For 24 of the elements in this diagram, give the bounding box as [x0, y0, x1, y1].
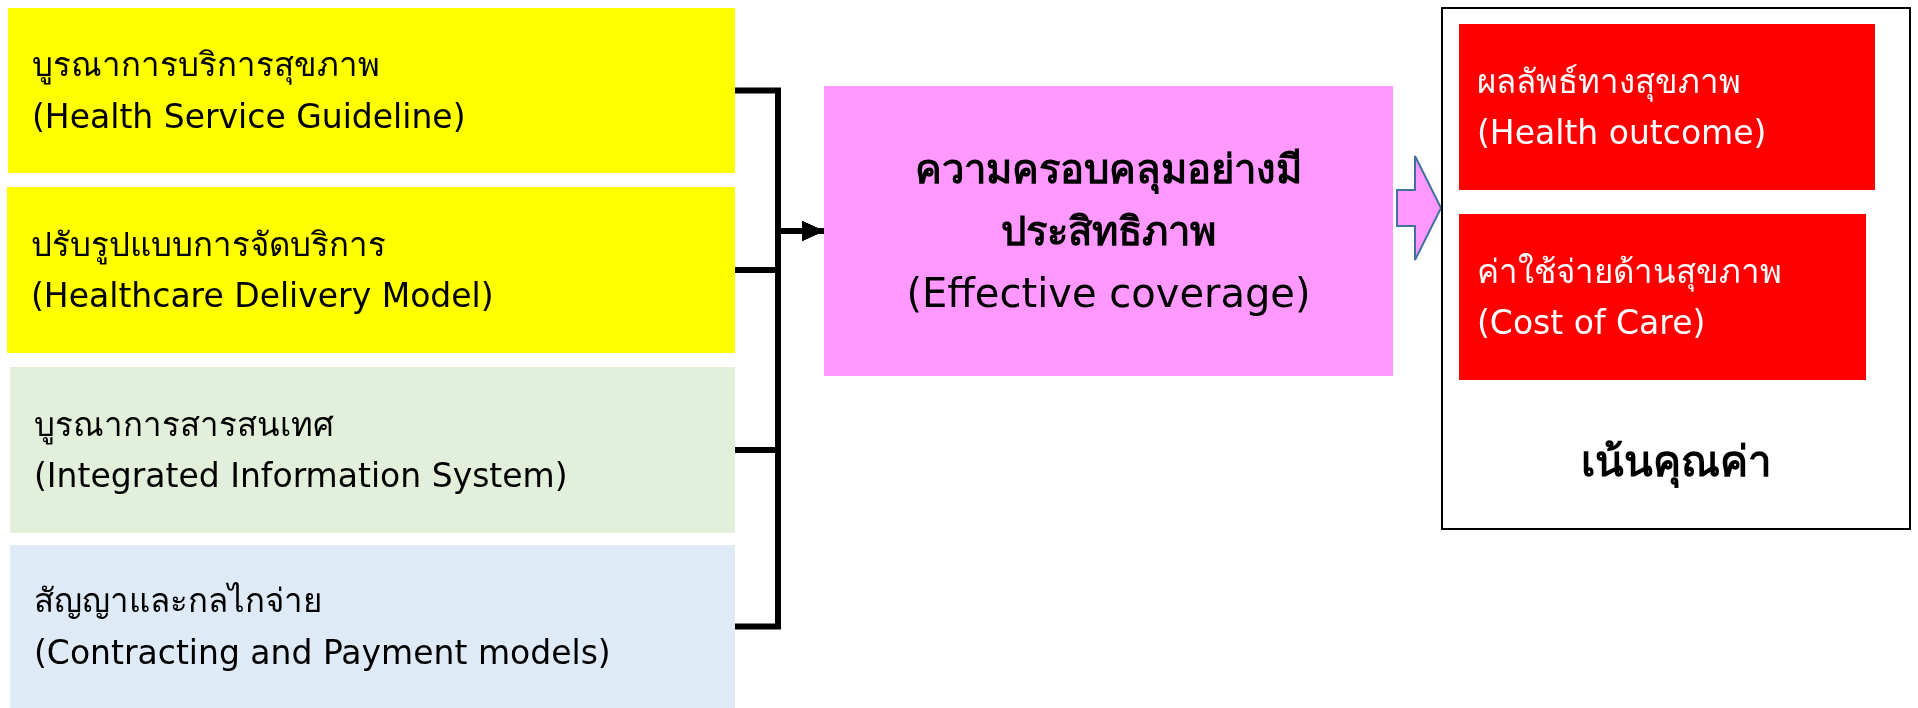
box-subtitle: (Contracting and Payment models) [34, 631, 611, 674]
component-box [8, 8, 735, 173]
box-subtitle: (Integrated Information System) [34, 455, 568, 497]
box-subtitle: (Cost of Care) [1477, 302, 1706, 344]
box-heading: บูรณาการบริการสุขภาพ [32, 44, 380, 87]
component-box [10, 367, 735, 533]
box-heading: ปรับรูปแบบการจัดบริการ [31, 223, 386, 267]
box-heading: สัญญาและกลไกจ่าย [34, 580, 322, 623]
outcome-box [824, 86, 1393, 376]
box-subtitle: (Health Service Guideline) [32, 95, 466, 138]
block-arrow [1396, 155, 1443, 261]
box-subtitle: (Healthcare Delivery Model) [31, 275, 494, 317]
box-subtitle: (Health outcome) [1477, 112, 1767, 154]
value-frame [1441, 7, 1911, 530]
box-heading: ผลลัพธ์ทางสุขภาพ [1477, 60, 1741, 104]
box-heading: ความครอบคลุมอย่างมีประสิทธิภาพ [914, 145, 1303, 256]
component-box [7, 187, 735, 353]
frame-title: เน้นคุณค่า [1580, 435, 1772, 490]
component-box [10, 545, 735, 708]
box-heading: บูรณาการสารสนเทศ [34, 403, 334, 447]
result-box [1459, 214, 1866, 380]
box-subtitle: (Effective coverage) [906, 269, 1311, 318]
result-box [1459, 24, 1875, 190]
box-heading: ค่าใช้จ่ายด้านสุขภาพ [1477, 250, 1782, 294]
